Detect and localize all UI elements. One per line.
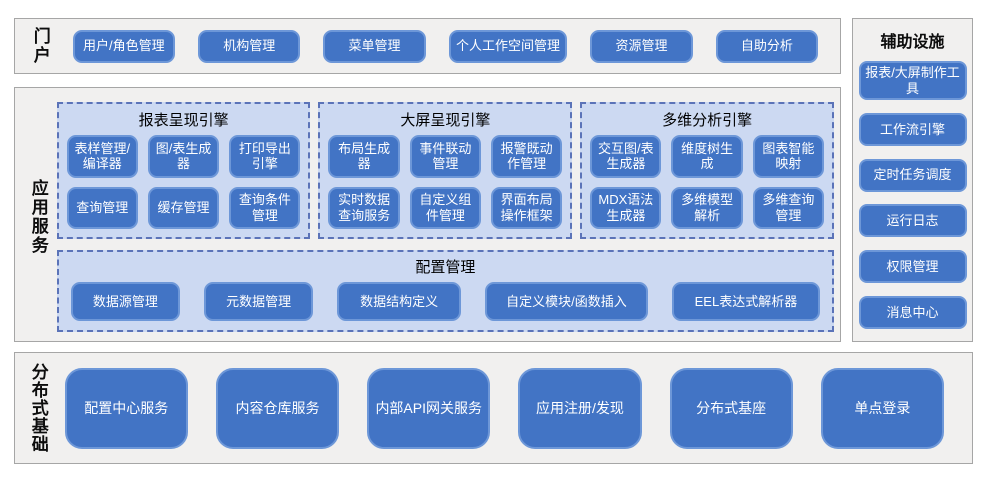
engine-block: 自定义组件管理 bbox=[409, 186, 481, 230]
olap-engine-panel: 多维分析引擎 交互图/表生成器维度树生成图表智能映射 MDX语法生成器多维模型解析… bbox=[580, 102, 834, 240]
report-engine-grid: 表样管理/编译器图/表生成器打印导出引擎查询管理缓存管理查询条件管理 bbox=[66, 135, 301, 230]
distributed-block-row: 配置中心服务内容仓库服务内部API网关服务应用注册/发现分布式基座单点登录 bbox=[64, 367, 944, 449]
engine-block: 查询条件管理 bbox=[229, 186, 301, 230]
engine-block: 事件联动管理 bbox=[409, 135, 481, 178]
distributed-block: 应用注册/发现 bbox=[518, 367, 642, 449]
config-block: 元数据管理 bbox=[203, 282, 314, 321]
config-block: 数据结构定义 bbox=[337, 282, 462, 321]
config-block: 自定义模块/函数插入 bbox=[485, 282, 648, 321]
engine-block: 实时数据查询服务 bbox=[328, 186, 400, 230]
app-services-label: 应用服务 bbox=[28, 179, 48, 255]
engine-block: 表样管理/编译器 bbox=[66, 135, 138, 178]
portal-block: 机构管理 bbox=[198, 29, 301, 63]
portal-section: 门户 用户/角色管理机构管理菜单管理个人工作空间管理资源管理自助分析 bbox=[14, 18, 841, 74]
config-management-title: 配置管理 bbox=[415, 259, 476, 277]
engine-block: 打印导出引擎 bbox=[229, 135, 301, 178]
portal-block: 资源管理 bbox=[590, 29, 693, 63]
app-services-section: 应用服务 报表呈现引擎 表样管理/编译器图/表生成器打印导出引擎查询管理缓存管理… bbox=[14, 87, 841, 342]
engine-block: MDX语法生成器 bbox=[590, 186, 662, 230]
portal-label: 门户 bbox=[30, 27, 50, 65]
auxiliary-block: 权限管理 bbox=[858, 250, 967, 284]
distributed-block: 内部API网关服务 bbox=[367, 367, 491, 449]
bigscreen-engine-grid: 布局生成器事件联动管理报警既动作管理实时数据查询服务自定义组件管理界面布局操作框… bbox=[328, 135, 563, 230]
auxiliary-block: 定时任务调度 bbox=[858, 158, 967, 192]
config-block-row: 数据源管理元数据管理数据结构定义自定义模块/函数插入 EEL表达式解析器 bbox=[70, 282, 821, 321]
bigscreen-engine-panel: 大屏呈现引擎 布局生成器事件联动管理报警既动作管理实时数据查询服务自定义组件管理… bbox=[318, 102, 573, 240]
distributed-block: 分布式基座 bbox=[669, 367, 793, 449]
engine-block: 图表智能映射 bbox=[752, 135, 824, 178]
engine-block: 布局生成器 bbox=[328, 135, 400, 178]
distributed-section: 分布式基础 配置中心服务内容仓库服务内部API网关服务应用注册/发现分布式基座单… bbox=[14, 352, 973, 464]
auxiliary-block: 工作流引擎 bbox=[858, 112, 967, 146]
engine-block: 缓存管理 bbox=[147, 186, 220, 230]
distributed-block: 单点登录 bbox=[820, 367, 944, 449]
engine-block: 查询管理 bbox=[66, 186, 138, 230]
engine-block: 图/表生成器 bbox=[147, 135, 220, 178]
report-engine-panel: 报表呈现引擎 表样管理/编译器图/表生成器打印导出引擎查询管理缓存管理查询条件管… bbox=[56, 102, 311, 240]
portal-block: 个人工作空间管理 bbox=[448, 29, 568, 63]
config-block: EEL表达式解析器 bbox=[671, 282, 821, 321]
engine-block: 多维查询管理 bbox=[752, 186, 824, 230]
engine-row: 报表呈现引擎 表样管理/编译器图/表生成器打印导出引擎查询管理缓存管理查询条件管… bbox=[56, 102, 834, 240]
engine-block: 交互图/表生成器 bbox=[590, 135, 662, 178]
portal-block: 自助分析 bbox=[715, 29, 819, 63]
auxiliary-block: 报表/大屏制作工具 bbox=[858, 61, 967, 101]
report-engine-title: 报表呈现引擎 bbox=[138, 112, 229, 129]
bigscreen-engine-title: 大屏呈现引擎 bbox=[400, 112, 491, 129]
olap-engine-title: 多维分析引擎 bbox=[662, 112, 753, 129]
olap-engine-grid: 交互图/表生成器维度树生成图表智能映射 MDX语法生成器多维模型解析多维查询管理 bbox=[590, 135, 824, 230]
auxiliary-block-list: 报表/大屏制作工具工作流引擎定时任务调度运行日志权限管理消息中心 bbox=[858, 61, 967, 329]
engine-block: 多维模型解析 bbox=[671, 186, 743, 230]
engine-block: 报警既动作管理 bbox=[490, 135, 563, 178]
distributed-block: 配置中心服务 bbox=[64, 367, 188, 449]
auxiliary-title: 辅助设施 bbox=[880, 34, 945, 51]
config-block: 数据源管理 bbox=[70, 282, 180, 321]
portal-block-row: 用户/角色管理机构管理菜单管理个人工作空间管理资源管理自助分析 bbox=[72, 29, 819, 63]
auxiliary-block: 运行日志 bbox=[858, 204, 967, 238]
engine-block: 界面布局操作框架 bbox=[490, 186, 563, 230]
portal-block: 菜单管理 bbox=[323, 29, 426, 63]
engine-block: 维度树生成 bbox=[671, 135, 743, 178]
config-management-panel: 配置管理 数据源管理元数据管理数据结构定义自定义模块/函数插入 EEL表达式解析器 bbox=[56, 250, 834, 332]
portal-block: 用户/角色管理 bbox=[72, 29, 176, 63]
app-services-content: 报表呈现引擎 表样管理/编译器图/表生成器打印导出引擎查询管理缓存管理查询条件管… bbox=[56, 102, 834, 332]
distributed-block: 内容仓库服务 bbox=[215, 367, 340, 449]
auxiliary-section: 辅助设施 报表/大屏制作工具工作流引擎定时任务调度运行日志权限管理消息中心 bbox=[852, 18, 973, 342]
auxiliary-block: 消息中心 bbox=[858, 295, 967, 329]
distributed-label: 分布式基础 bbox=[28, 363, 48, 453]
